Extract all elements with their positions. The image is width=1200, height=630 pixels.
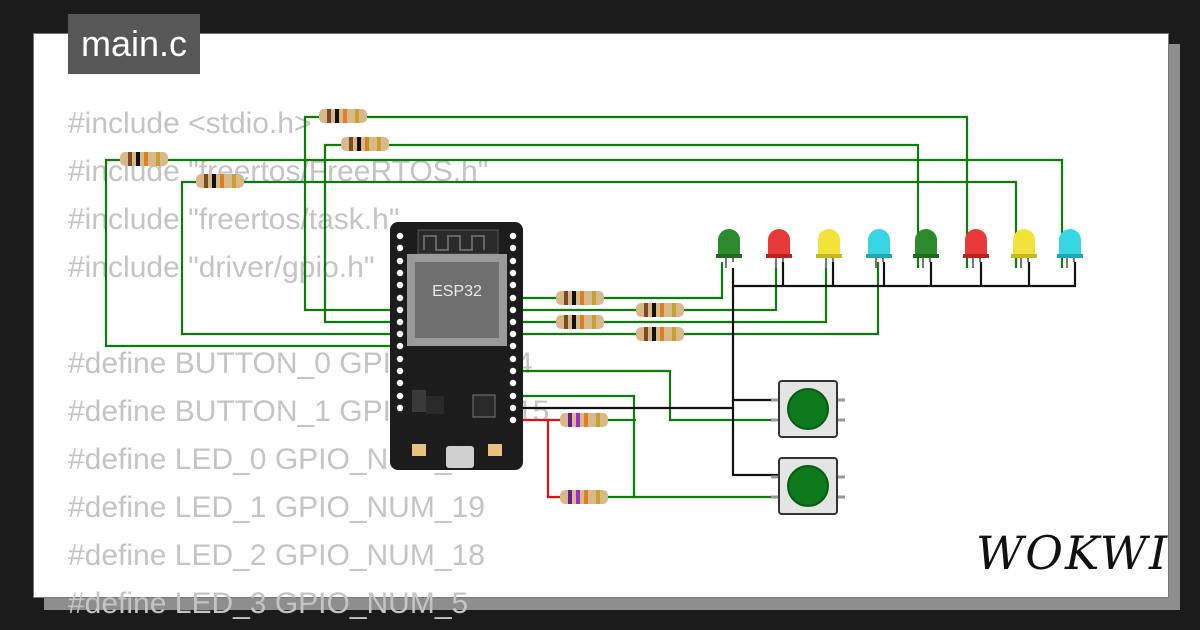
code-line: #define LED_1 GPIO_NUM_19 xyxy=(68,491,485,524)
led-cyan xyxy=(866,229,892,268)
code-line: #include "driver/gpio.h" xyxy=(68,251,375,284)
led-green xyxy=(716,229,742,268)
board-pins-left xyxy=(395,231,405,413)
resistor xyxy=(196,174,244,188)
led-yellow xyxy=(816,229,842,268)
resistor xyxy=(341,137,389,151)
code-line: #define LED_2 GPIO_NUM_18 xyxy=(68,539,485,572)
led-cyan xyxy=(1057,229,1083,268)
resistor xyxy=(636,303,684,317)
led-green xyxy=(913,229,939,268)
power-wire[interactable] xyxy=(513,418,560,499)
board-label: ESP32 xyxy=(432,283,482,300)
led-red xyxy=(766,229,792,268)
resistors[interactable] xyxy=(120,109,684,504)
led-red xyxy=(963,229,989,268)
file-tab[interactable]: main.c xyxy=(68,14,201,74)
push-button xyxy=(771,380,845,438)
leds[interactable] xyxy=(716,229,1083,268)
push-button xyxy=(771,457,845,515)
led-yellow xyxy=(1011,229,1037,268)
code-line: #define LED_3 GPIO_NUM_5 xyxy=(68,587,469,620)
resistor xyxy=(120,152,168,166)
green-wires[interactable] xyxy=(104,115,1064,499)
resistor xyxy=(556,291,604,305)
resistor xyxy=(636,327,684,341)
resistor xyxy=(556,315,604,329)
resistor xyxy=(319,109,367,123)
push-buttons[interactable] xyxy=(771,380,845,515)
board-pins-right xyxy=(508,231,518,425)
resistor xyxy=(560,490,608,504)
wokwi-logo[interactable]: WOKWI xyxy=(976,526,1170,580)
code-line: #include <stdio.h> xyxy=(68,107,312,140)
resistor xyxy=(560,413,608,427)
code-line: #include "freertos/task.h" xyxy=(68,203,400,236)
esp32-board[interactable]: ESP32 xyxy=(390,222,523,470)
ground-wires[interactable] xyxy=(513,262,1077,477)
